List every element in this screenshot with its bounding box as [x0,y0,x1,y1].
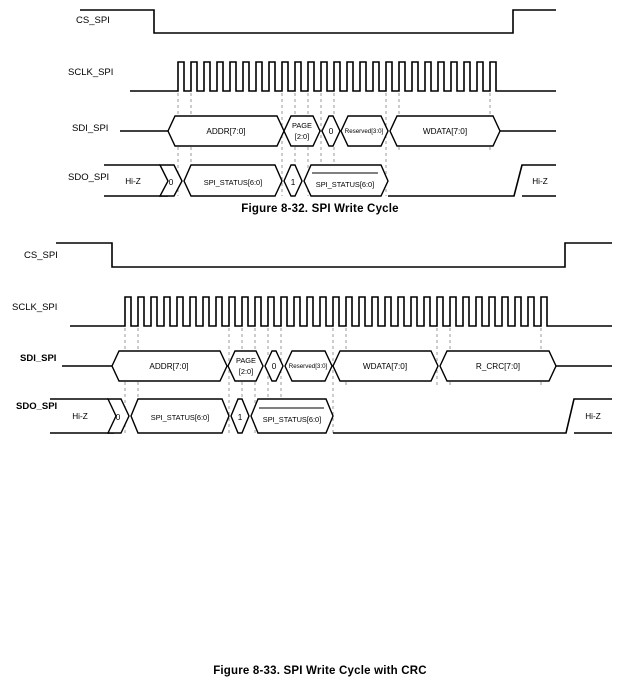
signal-label-cs-spi: CS_SPI [76,15,110,26]
sdi-field-wdata-label-2: WDATA[7:0] [363,362,407,371]
figure-8-33: CS_SPI SCLK_SPI SDI_SPI SDO_SPI [0,225,640,677]
figure-8-32-svg: CS_SPI SCLK_SPI SDI_SPI SDO_SPI [68,9,556,197]
signal-label-cs-spi-2: CS_SPI [24,250,58,261]
sdi-field-page-2 [227,350,264,382]
sdo-field-one-2 [230,398,250,434]
sdi-field-addr-2 [111,350,228,382]
sdo-field-one [283,164,303,197]
sdi-field-page-label-2: PAGE [236,356,256,365]
sdo-field-zero-2 [106,398,130,434]
sdi-spi-waveform-2: ADDR[7:0] PAGE [2:0] 0 Reserved[3:0] WDA… [62,350,612,382]
sdi-field-reserved-label: Reserved[3:0] [345,128,384,135]
sdo-field-one-label-2: 1 [238,413,243,422]
signal-label-sdi-spi: SDI_SPI [72,123,108,134]
sdo-field-hiz-end-label-2: Hi-Z [585,412,600,421]
sdo-spi-waveform-2: Hi-Z 0 SPI_STATUS[6:0] 1 SPI_STATUS[6:0]… [50,398,612,434]
figure-8-32: CS_SPI SCLK_SPI SDI_SPI SDO_SPI [0,0,640,225]
sdi-field-page-label2: [2:0] [295,132,309,141]
sdi-field-rcrc [439,350,557,382]
sdi-field-wdata-2 [332,350,439,382]
sdi-field-wdata [389,115,501,147]
sdi-field-reserved [340,115,389,147]
sclk-spi-waveform [130,61,556,92]
sdi-field-zero [321,115,341,147]
sdo-field-hiz-end-label: Hi-Z [532,177,547,186]
sdo-field-status1-2 [130,398,230,434]
cs-spi-waveform-2 [56,242,612,268]
sdi-field-zero-2 [264,350,284,382]
signal-label-sdo-spi: SDO_SPI [68,172,109,183]
signal-label-sdi-spi-2: SDI_SPI [20,353,56,364]
sdo-field-status1 [183,164,283,197]
cs-spi-waveform [80,9,556,34]
sdi-field-zero-label-2: 0 [272,362,277,371]
sdi-spi-waveform: ADDR[7:0] PAGE [2:0] 0 Reserved[3:0] WDA… [120,115,556,147]
sdi-field-rcrc-label: R_CRC[7:0] [476,362,520,371]
sclk-spi-waveform-2 [70,296,612,327]
sdo-spi-waveform: Hi-Z 0 SPI_STATUS[6:0] 1 SPI_STATUS[6:0]… [104,164,556,197]
sdo-field-hiz-start-label: Hi-Z [125,177,140,186]
sdi-field-zero-label: 0 [329,127,334,136]
sdo-field-zero [158,164,183,197]
sdi-field-page [283,115,321,147]
sdi-field-reserved-2 [284,350,333,382]
sdi-field-addr-label-2: ADDR[7:0] [149,362,188,371]
signal-label-sclk-spi: SCLK_SPI [68,67,113,78]
sdi-field-reserved-label-2: Reserved[3:0] [289,363,328,370]
sdi-field-page-label: PAGE [292,121,312,130]
figure-8-33-svg: CS_SPI SCLK_SPI SDI_SPI SDO_SPI [12,242,612,434]
signal-label-sclk-spi-2: SCLK_SPI [12,302,57,313]
sdi-field-page-label2-2: [2:0] [239,367,253,376]
sdo-field-zero-label-2: 0 [116,413,121,422]
sdo-field-hiz-start-label-2: Hi-Z [72,412,87,421]
figure-8-32-caption: Figure 8-32. SPI Write Cycle [241,203,399,215]
sdi-field-wdata-label: WDATA[7:0] [423,127,467,136]
sdo-field-status2-label-2: SPI_STATUS[6:0] [263,415,321,424]
sdo-field-status1-label-2: SPI_STATUS[6:0] [151,413,209,422]
sdi-field-addr-label: ADDR[7:0] [206,127,245,136]
sdo-field-one-label: 1 [291,178,296,187]
signal-label-sdo-spi-2: SDO_SPI [16,401,57,412]
sdo-field-status2-label: SPI_STATUS[6:0] [316,180,374,189]
sdo-field-status1-label: SPI_STATUS[6:0] [204,178,262,187]
sdo-field-zero-label: 0 [169,178,174,187]
figure-8-33-caption: Figure 8-33. SPI Write Cycle with CRC [213,665,427,677]
